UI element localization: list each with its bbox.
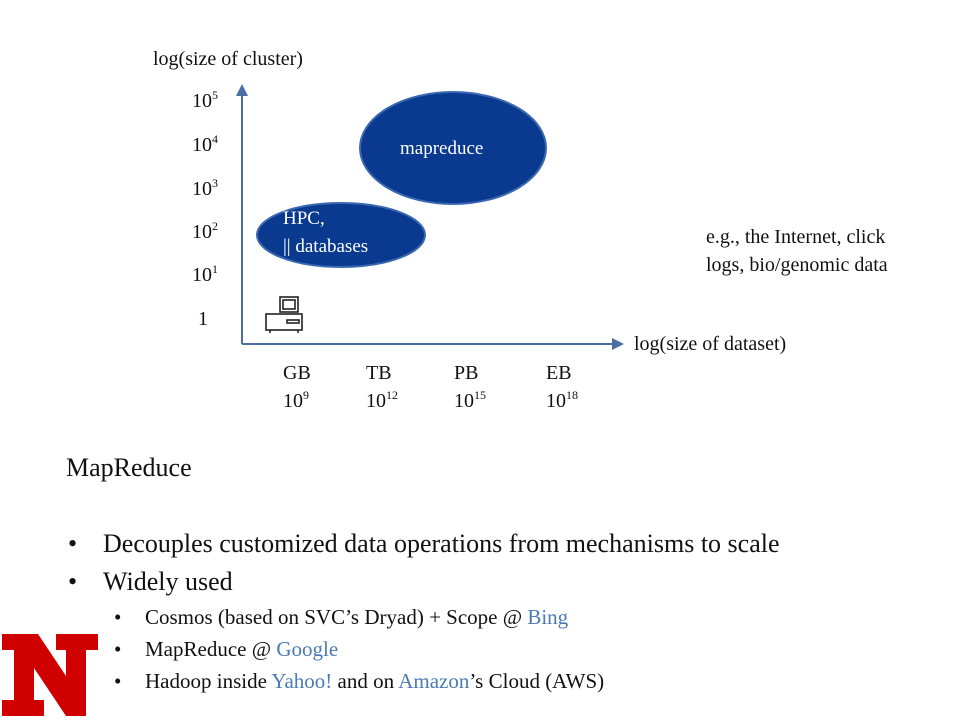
x-tick-tb-unit: TB — [366, 362, 392, 384]
y-tick-10-5: 105 — [192, 87, 218, 112]
x-tick-gb-power: 109 — [283, 387, 309, 412]
slide-title: MapReduce — [66, 453, 192, 482]
hpc-label-line1: HPC, — [283, 208, 325, 229]
x-tick-tb-power: 1012 — [366, 387, 398, 412]
sub-bullet-cosmos: Cosmos (based on SVC’s Dryad) + Scope @ … — [66, 601, 780, 633]
scale-diagram — [236, 84, 624, 350]
amazon-link[interactable]: Amazon — [398, 669, 470, 693]
bullet-list: Decouples customized data operations fro… — [66, 525, 780, 697]
yahoo-link[interactable]: Yahoo! — [271, 669, 333, 693]
y-tick-1: 1 — [198, 308, 208, 330]
hpc-label-line2: || databases — [283, 236, 369, 257]
example-note: e.g., the Internet, click logs, bio/geno… — [706, 226, 888, 276]
y-tick-10-4: 104 — [192, 131, 218, 156]
bing-link[interactable]: Bing — [527, 605, 569, 629]
y-axis-label: log(size of cluster) — [153, 48, 303, 70]
desktop-computer-icon — [265, 296, 303, 333]
hpc-ellipse — [256, 202, 426, 268]
bullet-decouples: Decouples customized data operations fro… — [66, 525, 780, 563]
y-tick-10-3: 103 — [192, 175, 218, 200]
x-tick-eb-power: 1018 — [546, 387, 578, 412]
mapreduce-label: mapreduce — [400, 138, 484, 159]
sub-bullet-hadoop: Hadoop inside Yahoo! and on Amazon’s Clo… — [66, 665, 780, 697]
x-axis-arrowhead — [612, 338, 624, 350]
mapreduce-ellipse — [359, 91, 547, 205]
sub-bullet-google: MapReduce @ Google — [66, 633, 780, 665]
y-tick-10-1: 101 — [192, 261, 218, 286]
x-tick-eb-unit: EB — [546, 362, 572, 384]
x-axis-label: log(size of dataset) — [634, 333, 787, 355]
nebraska-n-logo — [2, 634, 98, 716]
x-tick-pb-unit: PB — [454, 362, 479, 384]
x-tick-gb-unit: GB — [283, 362, 311, 384]
x-tick-pb-power: 1015 — [454, 387, 486, 412]
y-axis-arrowhead — [236, 84, 248, 96]
bullet-widely-used: Widely used — [66, 563, 780, 601]
y-tick-10-2: 102 — [192, 218, 218, 243]
google-link[interactable]: Google — [276, 637, 339, 661]
